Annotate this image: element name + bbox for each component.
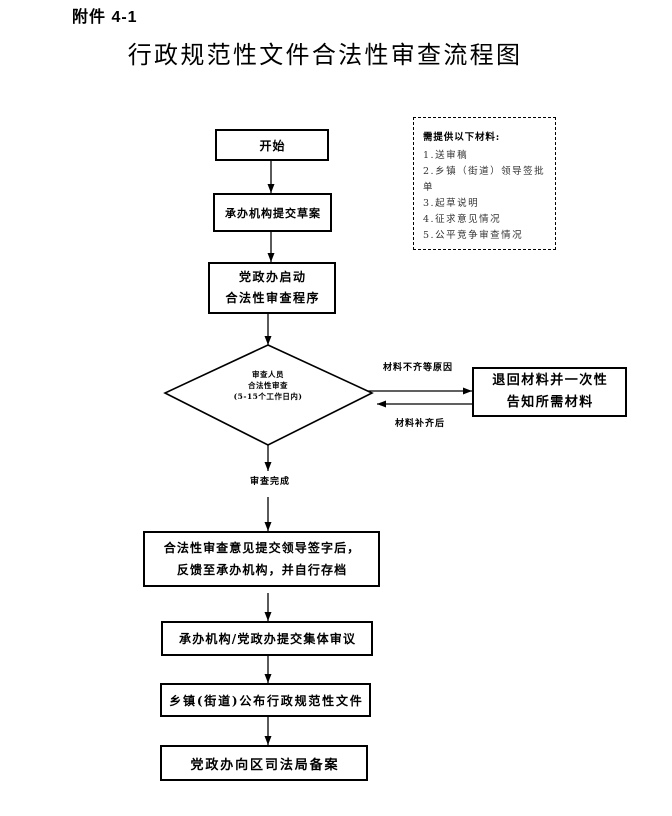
launch-review-node: 党政办启动 合法性审查程序 (208, 262, 336, 314)
opinion-feedback-line: 反馈至承办机构，并自行存档 (176, 563, 348, 577)
submit-draft-node: 承办机构提交草案 (213, 193, 332, 232)
opinion-feedback-line: 合法性审查意见提交领导签字后， (163, 541, 361, 555)
materials-item: 5.公平竞争审查情况 (423, 230, 524, 241)
filing-node: 党政办向区司法局备案 (160, 745, 368, 781)
start-node-label: 开始 (259, 138, 286, 153)
edge-label-review-complete: 审查完成 (250, 477, 291, 487)
review-decision-label: 审查人员 合法性审查 (5-15个工作日内) (213, 369, 323, 402)
start-node: 开始 (215, 129, 329, 161)
review-decision-line: (5-15个工作日内) (233, 392, 303, 401)
return-materials-line: 退回材料并一次性 (492, 373, 609, 388)
attachment-label: 附件 4-1 (72, 9, 138, 26)
collective-review-label: 承办机构/党政办提交集体审议 (179, 632, 357, 646)
review-decision-line: 合法性审查 (248, 381, 288, 390)
return-materials-line: 告知所需材料 (506, 395, 594, 410)
opinion-feedback-node: 合法性审查意见提交领导签字后， 反馈至承办机构，并自行存档 (143, 531, 380, 587)
page-title: 行政规范性文件合法性审查流程图 (127, 41, 523, 69)
materials-item: 3.起草说明 (423, 198, 480, 209)
required-materials-note: 需提供以下材料: 1.送审稿 2.乡镇（街道）领导签批单 3.起草说明 4.征求… (413, 117, 556, 250)
materials-heading: 需提供以下材料: (423, 132, 501, 143)
review-decision-line: 审查人员 (252, 370, 284, 379)
edge-label-materials-incomplete: 材料不齐等原因 (383, 363, 454, 373)
submit-draft-label: 承办机构提交草案 (225, 206, 321, 220)
materials-item: 2.乡镇（街道）领导签批单 (423, 166, 546, 193)
publish-node: 乡镇(街道)公布行政规范性文件 (160, 683, 371, 717)
materials-item: 4.征求意见情况 (423, 214, 502, 225)
materials-item: 1.送审稿 (423, 150, 469, 161)
launch-review-line: 合法性审查程序 (225, 291, 320, 305)
collective-review-node: 承办机构/党政办提交集体审议 (161, 621, 373, 656)
materials-list: 1.送审稿 2.乡镇（街道）领导签批单 3.起草说明 4.征求意见情况 5.公平… (423, 148, 551, 244)
filing-label: 党政办向区司法局备案 (190, 757, 340, 773)
return-materials-node: 退回材料并一次性 告知所需材料 (472, 367, 627, 417)
edge-label-materials-supplemented: 材料补齐后 (395, 419, 446, 429)
launch-review-line: 党政办启动 (238, 270, 307, 284)
publish-label: 乡镇(街道)公布行政规范性文件 (169, 693, 364, 708)
